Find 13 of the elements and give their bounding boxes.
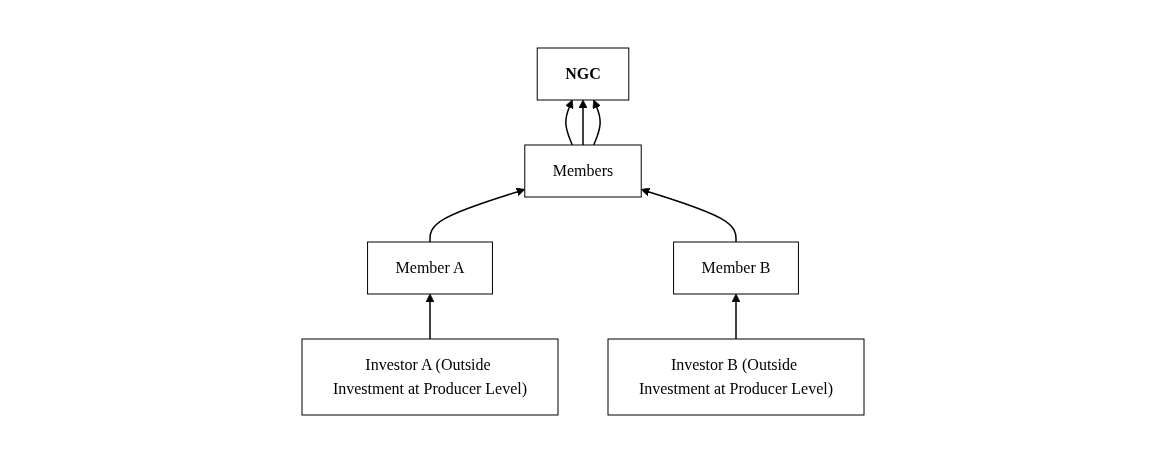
arrow [578, 99, 587, 146]
arrow [564, 99, 573, 146]
node-box: Members [523, 144, 642, 197]
node-box: Member A [366, 241, 493, 294]
node-box: Investor A (Outside Investment at Producer Level) [301, 338, 558, 415]
arrow [640, 187, 737, 243]
arrow [592, 99, 601, 146]
node-box: Investor B (Outside Investment at Producer Level) [607, 338, 864, 415]
arrow [425, 293, 434, 340]
node-box: NGC [536, 47, 629, 100]
arrow [731, 293, 740, 340]
arrow [428, 187, 525, 243]
node-box: Member B [672, 241, 799, 294]
